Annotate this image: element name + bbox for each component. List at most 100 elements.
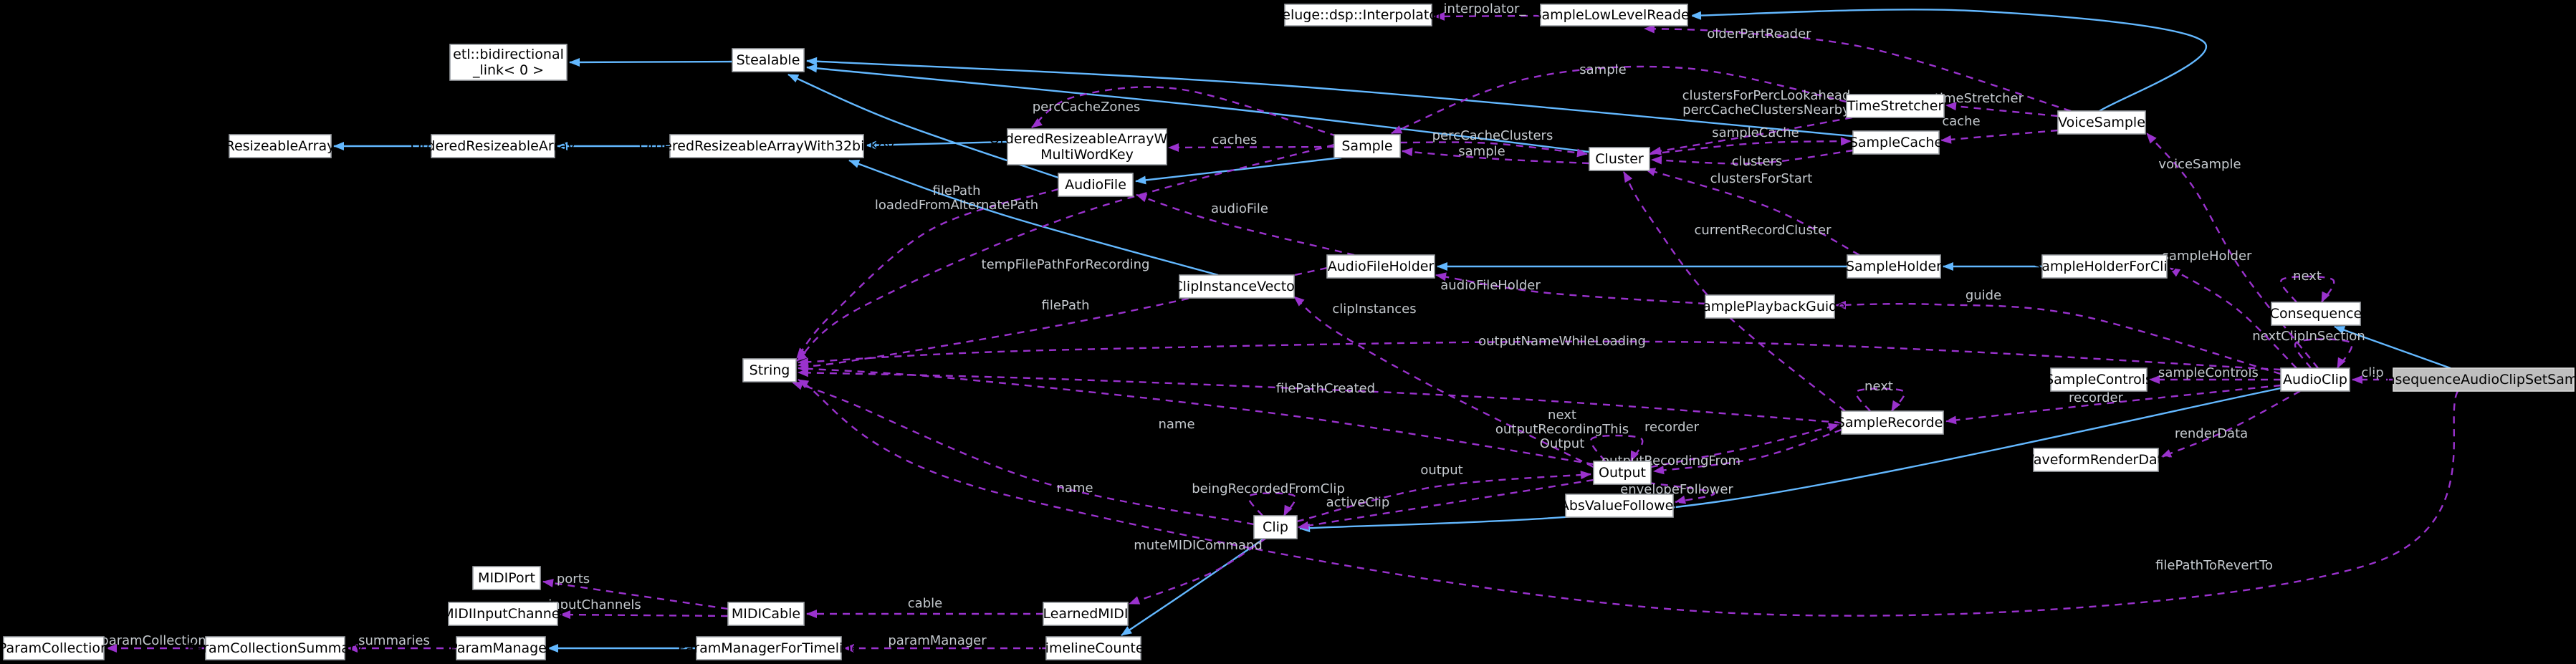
node-resizeablearray[interactable]: ResizeableArray bbox=[226, 134, 335, 158]
edge-sample-oramw-member bbox=[1031, 86, 1338, 138]
node-timelinecounter[interactable]: TimelineCounter bbox=[1037, 636, 1150, 660]
edge-audioclip-voicesample-member bbox=[2146, 133, 2319, 369]
node-audiofileholder[interactable]: AudioFileHolder bbox=[1326, 254, 1435, 279]
node-orderedresizeablearray[interactable]: OrderedResizeableArray bbox=[411, 134, 575, 158]
node-label: SamplePlaybackGuide bbox=[1694, 299, 1846, 314]
node-voicesample[interactable]: VoiceSample bbox=[2057, 110, 2146, 135]
node-cluster[interactable]: Cluster bbox=[1589, 147, 1650, 171]
edge-label: percCacheClusters bbox=[1432, 128, 1553, 143]
node-audioclip[interactable]: AudioClip bbox=[2280, 367, 2350, 392]
edge-label: filePathCreated bbox=[1276, 381, 1375, 396]
node-string[interactable]: String bbox=[742, 358, 797, 382]
node-consequence[interactable]: Consequence bbox=[2270, 302, 2362, 326]
edge-label: sample bbox=[1458, 144, 1505, 159]
node-label: SampleRecorder bbox=[1837, 415, 1949, 430]
edge-label: muteMIDICommand bbox=[1134, 538, 1263, 553]
edge-label: summaries bbox=[358, 633, 430, 648]
edge-timestretcher-sample-member bbox=[1391, 65, 1847, 135]
edge-audioclip-sampleplaybackguide-member bbox=[1835, 300, 2281, 375]
edge-label: next bbox=[2293, 269, 2322, 284]
node-label: Sample bbox=[1341, 138, 1392, 154]
node-label: String bbox=[750, 362, 790, 378]
node-label: SampleControls bbox=[2045, 372, 2153, 388]
node-label: OrderedResizeableArrayWith32bitKey bbox=[639, 138, 895, 154]
node-sample[interactable]: Sample bbox=[1334, 134, 1401, 158]
edge-label: output bbox=[1420, 463, 1462, 478]
node-samplerecorder[interactable]: SampleRecorder bbox=[1837, 410, 1949, 435]
node-ora32[interactable]: OrderedResizeableArrayWith32bitKey bbox=[639, 134, 895, 158]
edge-label: outputNameWhileLoading bbox=[1478, 334, 1646, 349]
edge-label: audioFile bbox=[1211, 201, 1268, 216]
edge-timestretcher-cluster-member bbox=[1650, 116, 1853, 155]
edge-label: currentRecordCluster bbox=[1694, 223, 1832, 238]
node-label: Clip bbox=[1263, 519, 1288, 535]
node-sampleholder[interactable]: SampleHolder bbox=[1846, 254, 1942, 279]
node-parammanagerfortimeline[interactable]: ParamManagerForTimeline bbox=[678, 636, 860, 660]
node-samplecontrols[interactable]: SampleControls bbox=[2045, 367, 2153, 392]
node-label: TimelineCounter bbox=[1037, 640, 1150, 656]
edge-label: clip bbox=[2361, 365, 2383, 380]
node-label: ParamCollectionSummary bbox=[187, 640, 363, 656]
node-audiofile[interactable]: AudioFile bbox=[1058, 173, 1134, 197]
edge-midicable-midiinputchannel-member bbox=[560, 610, 729, 620]
node-label: MIDICable bbox=[732, 606, 800, 622]
node-sampleplaybackguide[interactable]: SamplePlaybackGuide bbox=[1694, 294, 1846, 319]
node-label: TimeStretcher bbox=[1847, 98, 1944, 114]
edge-clip-output-member bbox=[1296, 471, 1591, 523]
node-label: SampleHolder bbox=[1846, 259, 1942, 274]
node-parammanager[interactable]: ParamManager bbox=[449, 636, 552, 660]
edge-label: clipInstances bbox=[1332, 302, 1416, 317]
edge-cluster-stealable-inheritance bbox=[806, 64, 1590, 153]
node-etl[interactable]: etl::bidirectional_link< 0 > bbox=[449, 44, 568, 81]
node-stealable[interactable]: Stealable bbox=[732, 48, 805, 72]
node-absvaluefollower[interactable]: AbsValueFollower bbox=[1560, 494, 1679, 518]
node-samplecache[interactable]: SampleCache bbox=[1849, 130, 1943, 155]
edge-label: ports bbox=[557, 572, 590, 587]
node-samplelowlevelreader[interactable]: SampleLowLevelReader bbox=[1533, 4, 1695, 27]
node-clip[interactable]: Clip bbox=[1253, 515, 1298, 539]
edge-label: envelopeFollower bbox=[1620, 482, 1733, 497]
node-paramcollection[interactable]: ParamCollection bbox=[0, 636, 109, 660]
edge-label: inputChannels bbox=[548, 597, 641, 612]
edge-label: tempFilePathForRecording bbox=[982, 257, 1150, 272]
node-interpolator[interactable]: deluge::dsp::Interpolator bbox=[1273, 4, 1443, 27]
node-label: etl::bidirectional_link< 0 > bbox=[453, 47, 564, 78]
edge-sample-string-member bbox=[796, 143, 1335, 362]
node-label: ParamManager bbox=[449, 640, 552, 656]
edge-label: interpolator_ bbox=[1444, 1, 1527, 16]
edge-samplerecorder-string-member bbox=[798, 368, 1842, 424]
edge-audiofile-string-member bbox=[796, 188, 1059, 359]
edge-output-clip-member bbox=[1298, 478, 1594, 530]
edge-label: filePathToRevertTo bbox=[2155, 558, 2273, 573]
edge-label: olderPartReader bbox=[1707, 27, 1811, 42]
edge-cacss-string-member bbox=[798, 378, 2459, 617]
node-cacss[interactable]: ConsequenceAudioClipSetSample bbox=[2369, 367, 2576, 392]
edge-label: clusters bbox=[1732, 154, 1783, 169]
node-midiinputchannel[interactable]: MIDIInputChannel bbox=[442, 602, 564, 626]
node-clipinstancevector[interactable]: ClipInstanceVector bbox=[1173, 274, 1301, 299]
node-label: Output bbox=[1599, 465, 1646, 481]
node-sampleholderforclip[interactable]: SampleHolderForClip bbox=[2033, 254, 2176, 279]
edge-clip-string-member bbox=[792, 381, 1255, 526]
node-output[interactable]: Output bbox=[1593, 461, 1652, 485]
node-waveformrenderdata[interactable]: WaveformRenderData bbox=[2021, 448, 2171, 472]
edge-consequence-consequence-member bbox=[2280, 275, 2335, 303]
node-timestretcher[interactable]: TimeStretcher bbox=[1846, 94, 1945, 118]
edge-label: next bbox=[1864, 379, 1893, 394]
edge-clip-clip-member bbox=[1248, 492, 1296, 516]
edge-label: sampleControls bbox=[2158, 365, 2259, 380]
node-label: VoiceSample bbox=[2058, 115, 2145, 130]
node-label: AudioFileHolder bbox=[1328, 259, 1435, 274]
node-midiport[interactable]: MIDIPort bbox=[472, 566, 541, 590]
node-midicable[interactable]: MIDICable bbox=[727, 602, 805, 626]
node-learnedmidi[interactable]: LearnedMIDI bbox=[1043, 602, 1129, 626]
edge-clip-learnedmidi-member bbox=[1129, 537, 1266, 605]
edge-label: paramCollection bbox=[100, 633, 206, 648]
edge-audiofileholder-audiofile-member bbox=[1136, 193, 1355, 256]
node-label: ParamManagerForTimeline bbox=[678, 640, 860, 656]
edge-label: percCacheZones bbox=[1033, 100, 1141, 115]
node-paramcollectionsummary[interactable]: ParamCollectionSummary bbox=[187, 636, 363, 660]
edge-cluster-sample-member bbox=[1402, 148, 1590, 165]
